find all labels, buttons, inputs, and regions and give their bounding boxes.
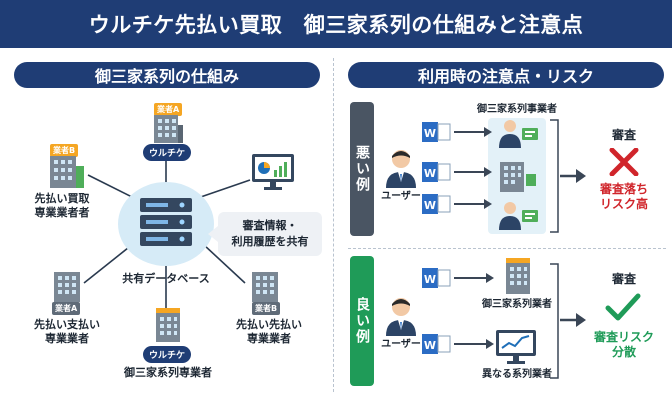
bad-example-tag: 悪い例 (350, 102, 374, 236)
user-icon (386, 298, 416, 336)
good-result-line-2: 分散 (611, 345, 636, 359)
svg-text:W: W (424, 273, 436, 286)
building-icon (50, 156, 84, 188)
monitor-chart-icon (496, 330, 536, 364)
node-upper-left-tag: 業者B (50, 144, 79, 157)
node-bottom-label: 御三家系列専業者 (124, 366, 212, 379)
check-icon (605, 293, 641, 321)
good-company-b: 異なる系列業者 (482, 369, 552, 380)
section-divider (333, 58, 334, 392)
building-icon (500, 162, 536, 192)
user-icon (386, 150, 416, 188)
bad-flow-graphic: W W W (422, 122, 492, 214)
operator-icon (499, 202, 538, 230)
building-icon (252, 272, 278, 302)
good-example-tag: 良い例 (350, 256, 374, 386)
building-icon (156, 308, 180, 342)
node-top-badge: ウルチケ (143, 144, 192, 161)
node-lower-left-line-1: 先払い支払い (34, 318, 100, 331)
node-top-tag: 業者A (154, 103, 183, 116)
right-section-title: 利用時の注意点・リスク (348, 62, 664, 88)
svg-text:W: W (424, 127, 436, 140)
building-icon (54, 272, 80, 302)
good-result-line-1: 審査リスク (593, 330, 654, 344)
bad-result-line-1: 審査落ち (599, 182, 648, 196)
bad-result-text: 審査落ち リスク高 (584, 182, 664, 212)
bad-result-line-2: リスク高 (599, 197, 648, 211)
good-result-text: 審査リスク 分散 (580, 330, 668, 360)
good-result-arrow (550, 263, 586, 379)
left-section-title: 御三家系列の仕組み (14, 62, 320, 88)
cross-icon (609, 148, 639, 176)
node-lower-right-tag: 業者B (252, 302, 281, 315)
building-icon (154, 115, 183, 143)
good-result-title: 審査 (611, 272, 636, 286)
node-upper-left-label: 先払い買取 専業業者者 (22, 192, 102, 220)
svg-text:W: W (424, 199, 436, 212)
bad-user-label: ユーザー (381, 191, 421, 202)
bubble-line-2: 利用履歴を共有 (231, 235, 309, 248)
svg-text:W: W (424, 167, 436, 180)
node-lower-right-line-1: 先払い先払い (236, 318, 302, 331)
node-lower-left-label: 先払い支払い 専業業者 (24, 318, 110, 346)
bad-result-title: 審査 (611, 128, 636, 142)
good-user-label: ユーザー (381, 339, 421, 350)
node-lower-right-label: 先払い先払い 専業業者 (226, 318, 312, 346)
node-lower-right-line-2: 専業業者 (247, 332, 291, 345)
info-sharing-bubble: 審査情報・ 利用履歴を共有 (208, 212, 322, 256)
page-title: ウルチケ先払い買取 御三家系列の仕組みと注意点 (0, 0, 672, 48)
node-lower-left-line-2: 専業業者 (45, 332, 89, 345)
operator-icon (499, 120, 538, 148)
good-company-a: 御三家系列業者 (482, 299, 552, 310)
node-lower-left-tag: 業者A (52, 302, 81, 315)
node-upper-left-line-2: 専業業者者 (34, 206, 90, 219)
bad-result-arrow (550, 119, 586, 233)
bubble-line-1: 審査情報・ (242, 219, 298, 232)
monitor-chart-icon (252, 154, 294, 190)
building-icon (506, 258, 530, 294)
good-example-panel (348, 248, 666, 390)
good-flow-graphic: W W (422, 268, 494, 354)
shared-database-icon (118, 182, 214, 266)
svg-text:W: W (424, 339, 436, 352)
bad-group-label: 御三家系列事業者 (477, 104, 557, 115)
node-upper-left-line-1: 先払い買取 (34, 192, 90, 205)
database-label: 共有データベース (122, 272, 210, 285)
node-bottom-badge: ウルチケ (143, 346, 192, 363)
